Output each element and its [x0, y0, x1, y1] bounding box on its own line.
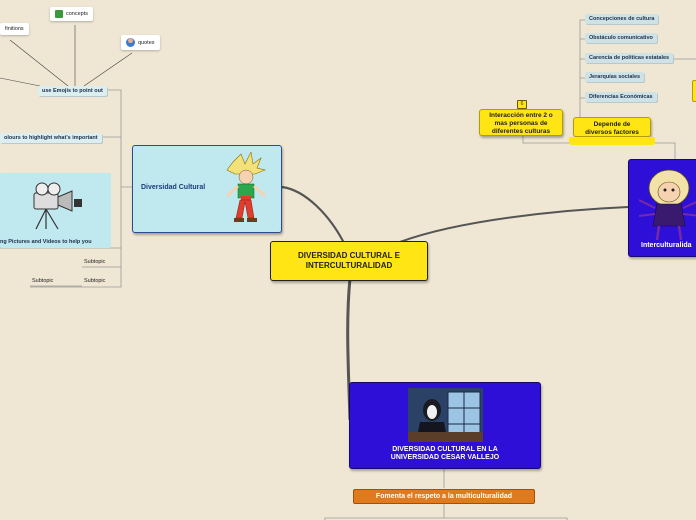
count-badge-value: 6 [520, 101, 524, 107]
central-topic-line2: INTERCULTURALIDAD [305, 261, 393, 270]
factor-label-2: Carencia de políticas estatales [589, 55, 670, 61]
definitions-label: finitions [5, 26, 24, 32]
diversidad-ucv-line2: UNIVERSIDAD CESAR VALLEJO [390, 454, 500, 461]
subtopic-2[interactable]: Subtopic [84, 278, 106, 284]
factor-label-0: Concepciones de cultura [589, 16, 655, 22]
interaccion-node[interactable]: Interacción entre 2 o mas personas de di… [479, 109, 563, 136]
factor-label-1: Obstáculo comunicativo [589, 35, 653, 41]
interculturalidad-label: Interculturalida [641, 242, 692, 249]
colours-node[interactable]: olours to highlight what's important [0, 133, 102, 143]
concepts-label: concepts [66, 11, 89, 17]
definitions-node[interactable]: finitions [0, 23, 29, 35]
diversidad-ucv-line1: DIVERSIDAD CULTURAL EN LA [392, 446, 498, 453]
diversidad-cultural-label: Diversidad Cultural [141, 184, 206, 191]
interaccion-line3: diferentes culturas [491, 128, 551, 135]
offscreen-yellow-node[interactable] [692, 80, 696, 102]
subtopic-3[interactable]: Subtopic [32, 278, 54, 284]
pictures-label: ng Pictures and Videos to help you [0, 239, 92, 245]
interculturalidad-node[interactable]: Interculturalida [628, 159, 696, 257]
warrior-character-image [225, 152, 267, 222]
pictures-node[interactable]: ng Pictures and Videos to help you [0, 173, 111, 248]
fomenta-respeto-node[interactable]: Fomenta el respeto a la multiculturalida… [353, 489, 535, 504]
colours-label: olours to highlight what's important [4, 135, 98, 141]
quotes-node[interactable]: quotes [121, 35, 160, 50]
quotes-label: quotes [138, 39, 155, 46]
concepts-node[interactable]: concepts [50, 7, 94, 21]
depende-node[interactable]: Depende de diversos factores [573, 117, 651, 137]
central-topic-line1: DIVERSIDAD CULTURAL E [298, 251, 400, 260]
diversidad-ucv-label: DIVERSIDAD CULTURAL EN LA UNIVERSIDAD CE… [350, 446, 540, 462]
emojis-label: use Emojis to point out [42, 88, 103, 94]
depende-line1: Depende de [593, 121, 631, 128]
factor-item-0[interactable]: Concepciones de cultura [585, 14, 659, 24]
factor-label-4: Diferencias Económicas [589, 94, 653, 100]
spider-character-image [639, 169, 696, 240]
interaccion-line2: mas personas de [494, 120, 548, 127]
factor-label-3: Jerarquías sociales [589, 74, 641, 80]
subtopic-1[interactable]: Subtopic [84, 259, 106, 265]
office-image [408, 388, 483, 442]
depende-line2: diversos factores [585, 129, 639, 136]
depende-highlight [569, 137, 655, 145]
person-icon [126, 38, 135, 47]
central-topic[interactable]: DIVERSIDAD CULTURAL E INTERCULTURALIDAD [270, 241, 428, 281]
factor-item-2[interactable]: Carencia de políticas estatales [585, 53, 674, 63]
interaccion-line1: Interacción entre 2 o [489, 112, 553, 119]
factor-item-3[interactable]: Jerarquías sociales [585, 72, 645, 82]
factor-item-1[interactable]: Obstáculo comunicativo [585, 33, 657, 43]
diversidad-cultural-node[interactable]: Diversidad Cultural [132, 145, 282, 233]
emojis-node[interactable]: use Emojis to point out [38, 86, 107, 96]
book-icon [55, 10, 63, 18]
count-badge: 6 [517, 100, 527, 109]
camera-image [33, 182, 82, 230]
fomenta-respeto-label: Fomenta el respeto a la multiculturalida… [375, 493, 513, 500]
diversidad-ucv-node[interactable]: DIVERSIDAD CULTURAL EN LA UNIVERSIDAD CE… [349, 382, 541, 469]
factor-item-4[interactable]: Diferencias Económicas [585, 92, 657, 102]
